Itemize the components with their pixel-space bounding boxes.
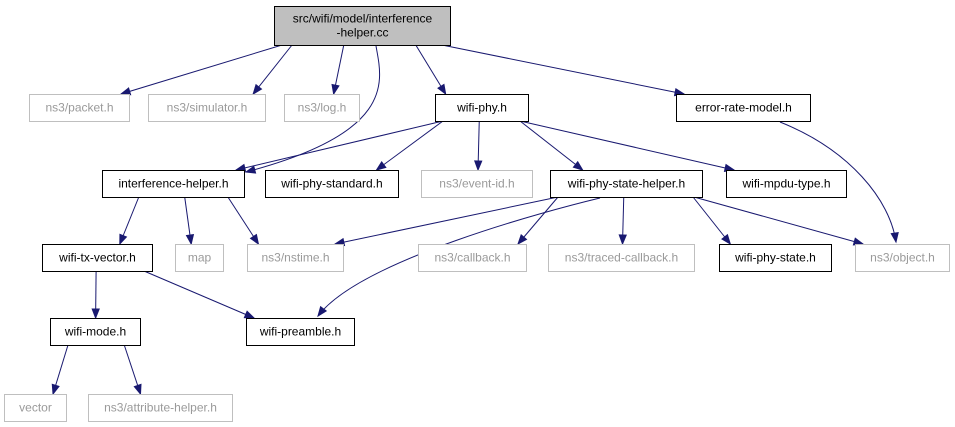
- edge-root-to-interf: [244, 45, 381, 174]
- edge-statehelper-to-callback: [517, 196, 559, 246]
- node-box: [421, 170, 533, 198]
- node-label: wifi-phy-standard.h: [280, 177, 382, 191]
- node-root[interactable]: src/wifi/model/interference-helper.cc: [274, 6, 451, 46]
- node-physstate[interactable]: wifi-phy-state.h: [719, 244, 832, 272]
- node-label: ns3/traced-callback.h: [565, 251, 678, 265]
- node-interf[interactable]: interference-helper.h: [102, 170, 245, 198]
- node-box: [719, 244, 832, 272]
- node-vector: vector: [4, 394, 67, 422]
- node-box: [274, 6, 451, 46]
- node-label: vector: [19, 401, 52, 415]
- edge-statehelper-to-object: [693, 196, 865, 246]
- node-attrhelper: ns3/attribute-helper.h: [88, 394, 233, 422]
- node-label: wifi-tx-vector.h: [58, 251, 136, 265]
- node-wifiphy[interactable]: wifi-phy.h: [435, 94, 529, 122]
- node-label: interference-helper.h: [118, 177, 228, 191]
- node-txvector[interactable]: wifi-tx-vector.h: [42, 244, 153, 272]
- edge-txvector-to-preamble: [143, 270, 256, 319]
- node-label: ns3/attribute-helper.h: [104, 401, 217, 415]
- node-label: wifi-preamble.h: [259, 325, 341, 339]
- node-box: [175, 244, 224, 272]
- node-traced: ns3/traced-callback.h: [548, 244, 695, 272]
- node-box: [676, 94, 811, 122]
- node-callback: ns3/callback.h: [418, 244, 527, 272]
- node-label: error-rate-model.h: [695, 101, 792, 115]
- edge-statehelper-to-physstate: [692, 196, 732, 246]
- node-box: [284, 94, 360, 122]
- node-label: ns3/log.h: [298, 101, 347, 115]
- node-label: -helper.cc: [336, 26, 388, 40]
- node-box: [418, 244, 527, 272]
- node-label: wifi-phy.h: [456, 101, 507, 115]
- node-box: [50, 318, 141, 346]
- edge-root-to-simulator: [252, 44, 293, 96]
- node-label: ns3/event-id.h: [439, 177, 514, 191]
- node-box: [265, 170, 399, 198]
- node-box: [548, 244, 695, 272]
- node-log: ns3/log.h: [284, 94, 360, 122]
- node-label: ns3/object.h: [870, 251, 935, 265]
- node-label: src/wifi/model/interference: [293, 12, 433, 26]
- node-box: [855, 244, 950, 272]
- node-object: ns3/object.h: [855, 244, 950, 272]
- node-box: [4, 394, 67, 422]
- edge-statehelper-to-traced: [618, 196, 627, 246]
- node-box: [550, 170, 703, 198]
- node-box: [247, 244, 344, 272]
- node-label: ns3/callback.h: [434, 251, 510, 265]
- edge-txvector-to-mode: [91, 270, 100, 320]
- edge-wifiphy-to-interf: [234, 120, 444, 172]
- node-label: wifi-mode.h: [64, 325, 126, 339]
- node-box: [246, 318, 355, 346]
- node-preamble[interactable]: wifi-preamble.h: [246, 318, 355, 346]
- node-label: map: [188, 251, 212, 265]
- node-box: [29, 94, 130, 122]
- node-label: wifi-mpdu-type.h: [741, 177, 830, 191]
- node-box: [88, 394, 233, 422]
- edge-statehelper-to-preamble: [317, 197, 601, 318]
- node-box: [726, 170, 847, 198]
- node-label: ns3/nstime.h: [261, 251, 329, 265]
- edge-wifiphy-to-statehelper: [519, 120, 584, 171]
- node-box: [42, 244, 153, 272]
- node-label: ns3/packet.h: [45, 101, 113, 115]
- node-packet: ns3/packet.h: [29, 94, 130, 122]
- edge-wifiphy-to-eventid: [474, 120, 483, 172]
- nodes-layer: src/wifi/model/interference-helper.cc ns3…: [4, 6, 950, 422]
- edge-mode-to-attrhelper: [123, 344, 142, 396]
- edge-interf-to-nstime: [227, 196, 260, 246]
- node-label: wifi-phy-state-helper.h: [567, 177, 685, 191]
- edges-layer: [51, 44, 899, 396]
- node-label: ns3/simulator.h: [167, 101, 248, 115]
- node-nstime: ns3/nstime.h: [247, 244, 344, 272]
- edge-errrate-to-object: [779, 121, 899, 244]
- node-statehelper[interactable]: wifi-phy-state-helper.h: [550, 170, 703, 198]
- edge-mode-to-vector: [51, 344, 69, 396]
- edge-root-to-wifiphy: [415, 44, 447, 96]
- edge-root-to-errrate: [441, 44, 686, 97]
- node-phystd[interactable]: wifi-phy-standard.h: [265, 170, 399, 198]
- node-simulator: ns3/simulator.h: [148, 94, 266, 122]
- edge-root-to-log: [331, 44, 345, 96]
- node-map: map: [175, 244, 224, 272]
- node-mpdu[interactable]: wifi-mpdu-type.h: [726, 170, 847, 198]
- node-box: [435, 94, 529, 122]
- node-box: [102, 170, 245, 198]
- edge-wifiphy-to-phystd: [375, 120, 444, 171]
- node-eventid: ns3/event-id.h: [421, 170, 533, 198]
- node-mode[interactable]: wifi-mode.h: [50, 318, 141, 346]
- node-label: wifi-phy-state.h: [734, 251, 816, 265]
- edge-interf-to-map: [184, 196, 195, 246]
- node-box: [148, 94, 266, 122]
- edge-interf-to-txvector: [119, 196, 140, 246]
- node-errrate[interactable]: error-rate-model.h: [676, 94, 811, 122]
